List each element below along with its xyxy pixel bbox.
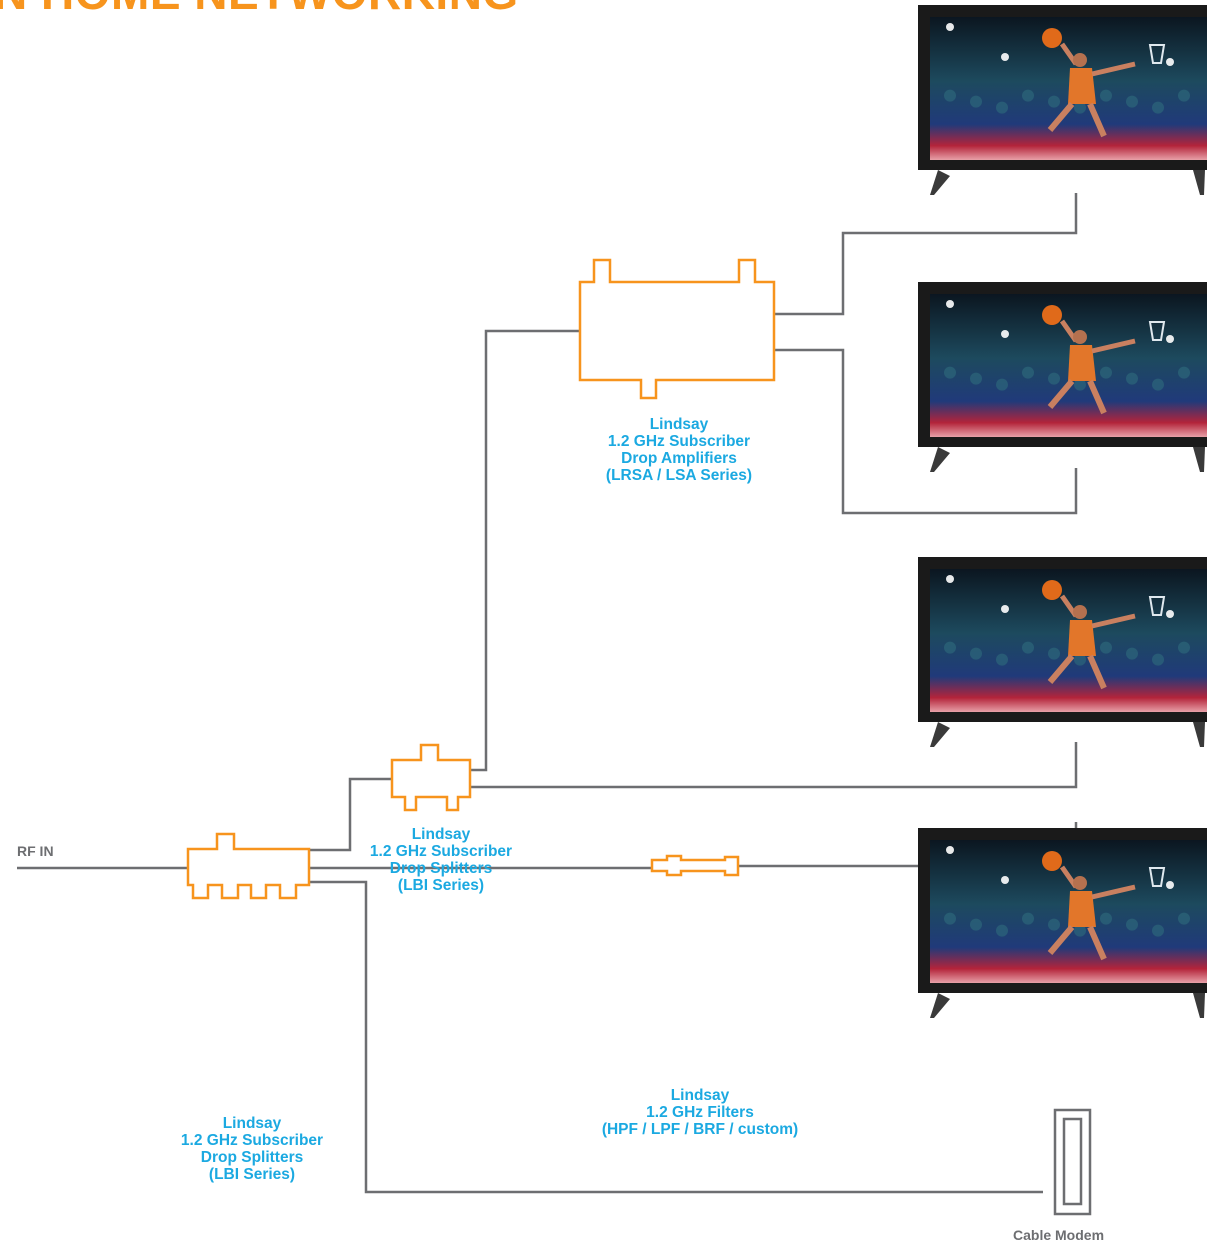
cable-amp-to-tv2 bbox=[774, 348, 1078, 515]
label-line: (LBI Series) bbox=[208, 1166, 296, 1183]
cable-splitter-to-amp bbox=[470, 329, 580, 772]
cable-splitter-to-tv3 bbox=[470, 742, 1078, 789]
rf-in-label: RF IN bbox=[17, 843, 54, 859]
cable-main-to-modem bbox=[309, 880, 1043, 1194]
label-line: Lindsay bbox=[222, 1115, 282, 1132]
amplifier-icon bbox=[578, 258, 776, 400]
cable-main-to-splitter bbox=[309, 777, 392, 852]
label-line: Drop Splitters bbox=[389, 860, 493, 877]
label-line: 1.2 GHz Subscriber bbox=[369, 843, 513, 860]
tv-icon bbox=[918, 282, 1207, 472]
label-line: 1.2 GHz Filters bbox=[646, 1104, 754, 1121]
page-title: N HOME NETWORKING bbox=[0, 0, 519, 16]
basketball-icon bbox=[1042, 851, 1062, 871]
cable-modem-icon bbox=[1053, 1108, 1092, 1216]
filter-icon bbox=[650, 854, 740, 877]
filter-label: Lindsay 1.2 GHz Filters (HPF / LPF / BRF… bbox=[602, 1087, 798, 1138]
splitter-icon bbox=[390, 743, 472, 812]
cable-amp-to-tv1 bbox=[774, 193, 1078, 316]
basketball-icon bbox=[1042, 28, 1062, 48]
basketball-icon bbox=[1042, 305, 1062, 325]
label-line: Drop Amplifiers bbox=[621, 450, 737, 467]
label-line: 1.2 GHz Subscriber bbox=[607, 433, 751, 450]
label-line: 1.2 GHz Subscriber bbox=[180, 1132, 324, 1149]
label-line: (LRSA / LSA Series) bbox=[605, 467, 753, 484]
label-line: Lindsay bbox=[411, 826, 471, 843]
splitter-main-label: Lindsay 1.2 GHz Subscriber Drop Splitter… bbox=[181, 1115, 323, 1183]
tv-icon bbox=[918, 557, 1207, 747]
tv-icon bbox=[918, 5, 1207, 195]
tv-icon bbox=[918, 828, 1207, 1018]
cable-modem-label: Cable Modem bbox=[1013, 1227, 1105, 1243]
label-line: Lindsay bbox=[649, 416, 709, 433]
splitter-mid-label: Lindsay 1.2 GHz Subscriber Drop Splitter… bbox=[370, 826, 512, 894]
label-line: Drop Splitters bbox=[200, 1149, 304, 1166]
label-line: (LBI Series) bbox=[397, 877, 485, 894]
basketball-icon bbox=[1042, 580, 1062, 600]
amplifier-label: Lindsay 1.2 GHz Subscriber Drop Amplifie… bbox=[606, 416, 752, 484]
label-line: Lindsay bbox=[670, 1087, 730, 1104]
label-line: (HPF / LPF / BRF / custom) bbox=[601, 1121, 799, 1138]
splitter-icon bbox=[186, 832, 311, 900]
